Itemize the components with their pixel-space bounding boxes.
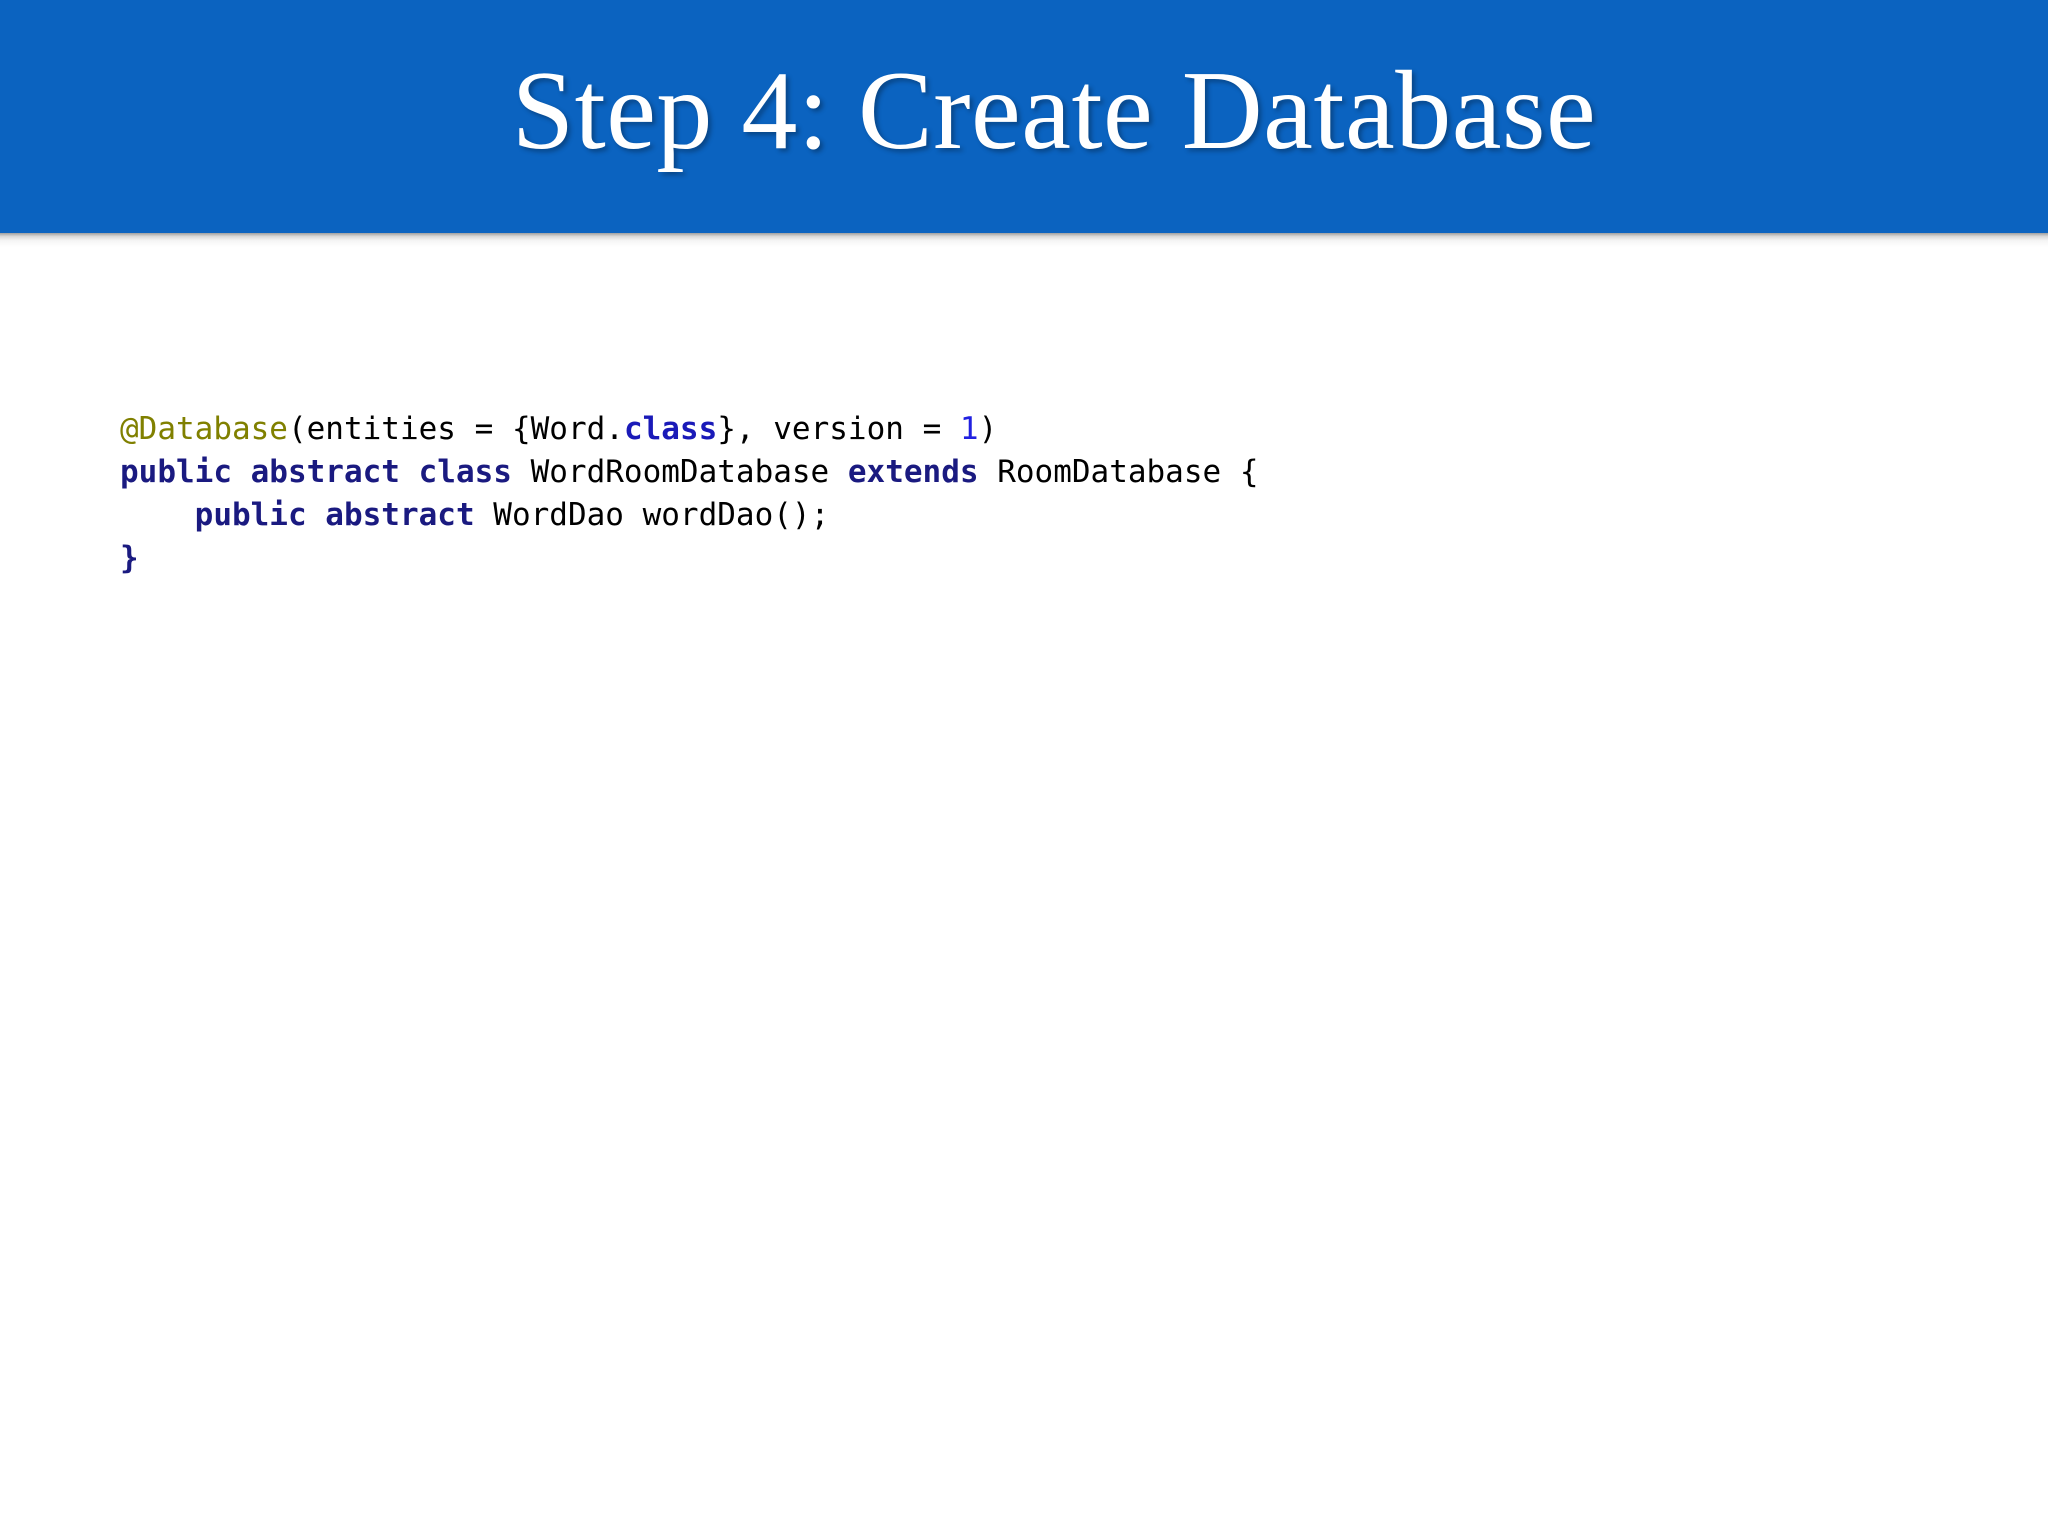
page-title: Step 4: Create Database: [511, 48, 1597, 173]
code-token-kw-bright: class: [623, 411, 718, 447]
code-line: @Database(entities = {Word.class}, versi…: [120, 408, 1259, 451]
code-block: @Database(entities = {Word.class}, versi…: [120, 408, 1259, 580]
code-token-anno: @Database: [120, 411, 288, 447]
header-shadow-divider: [0, 233, 2048, 247]
code-token-plain: WordDao wordDao();: [474, 497, 830, 533]
slide-body: @Database(entities = {Word.class}, versi…: [0, 247, 2048, 1536]
code-token-plain: ): [978, 411, 998, 447]
code-token-plain: [120, 497, 195, 533]
code-token-plain: WordRoomDatabase: [511, 454, 848, 490]
code-token-plain: }, version =: [717, 411, 960, 447]
code-line: public abstract WordDao wordDao();: [120, 494, 1259, 537]
code-token-kw: extends: [847, 454, 979, 490]
code-token-num: 1: [959, 411, 979, 447]
code-token-kw: public abstract class: [120, 454, 512, 490]
code-line: }: [120, 537, 1259, 580]
code-line: public abstract class WordRoomDatabase e…: [120, 451, 1259, 494]
code-token-plain: RoomDatabase {: [978, 454, 1259, 490]
slide-header-bar: Step 4: Create Database: [0, 0, 2048, 233]
code-token-brace-kw: }: [120, 540, 139, 576]
code-token-kw: public abstract: [194, 497, 475, 533]
code-token-plain: (entities = {Word.: [287, 411, 624, 447]
